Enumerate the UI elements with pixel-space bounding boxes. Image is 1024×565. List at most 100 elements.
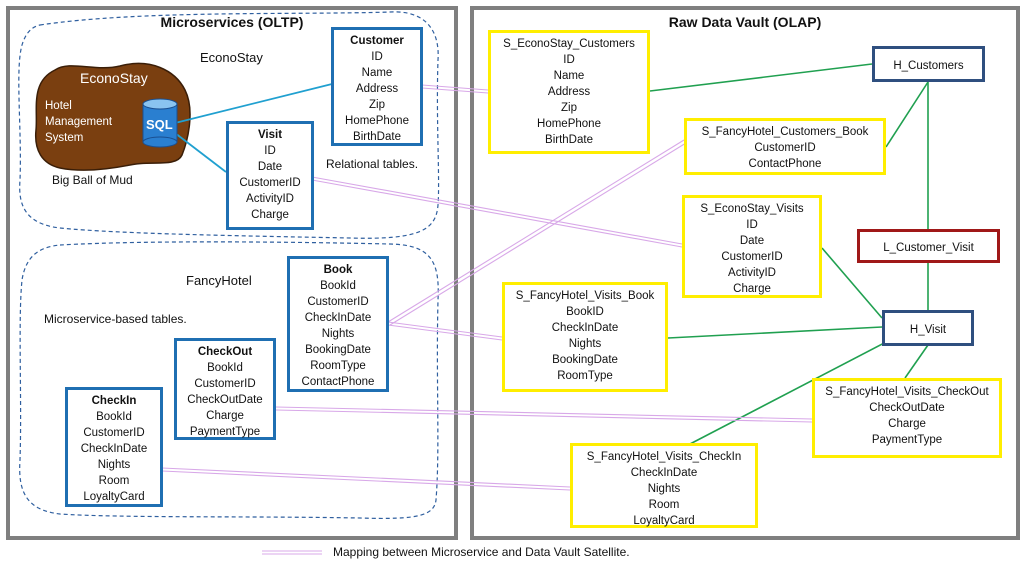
satellite-title: S_FancyHotel_Visits_Book: [515, 290, 655, 302]
satellite-title: S_FancyHotel_Visits_CheckIn: [586, 451, 742, 463]
sql-label: SQL: [146, 117, 173, 132]
legend-label: Mapping between Microservice and Data Va…: [333, 545, 630, 559]
satellite-field: Date: [739, 235, 765, 247]
table-field: ContactPhone: [301, 376, 375, 388]
visit-table-title: Visit: [257, 129, 283, 141]
satellite-field: Nights: [568, 338, 602, 350]
satellite-title: S_FancyHotel_Customers_Book: [701, 126, 869, 138]
satellite-field: PaymentType: [871, 434, 943, 446]
s-fancy-visits-book-to-h-visit: [667, 326, 883, 339]
table-field: Zip: [369, 99, 385, 111]
table-field: Date: [257, 161, 283, 173]
table-field: Nights: [97, 459, 131, 471]
mud-label: Big Ball of Mud: [52, 173, 133, 187]
s-fancy-visits-checkout-to-h-visit: [904, 344, 929, 379]
fancyhotel-group-outline: [19, 241, 439, 519]
table-field: CustomerID: [307, 296, 369, 308]
s-econo-visits-to-h-visit: [821, 247, 883, 319]
checkin-table-title: CheckIn: [91, 395, 137, 407]
satellite-field: HomePhone: [537, 118, 601, 130]
satellite-field: Nights: [647, 483, 681, 495]
map-checkin-to-s-fancy-visits-checkin: [161, 467, 571, 491]
table-field: Room: [98, 475, 130, 487]
satellite-field: Charge: [733, 283, 771, 295]
map-checkout-to-s-fancy-visits-checkout: [275, 406, 813, 423]
table-field: ActivityID: [246, 193, 294, 205]
satellite-field: RoomType: [557, 370, 613, 382]
satellite-field: Address: [547, 86, 591, 98]
table-field: Charge: [206, 410, 244, 422]
fancyhotel-group-label: FancyHotel: [186, 273, 252, 288]
blob-title: EconoStay: [80, 70, 148, 86]
table-field: Address: [355, 83, 399, 95]
hub-label: H_Visit: [909, 324, 947, 336]
checkout-table: CheckOut BookId CustomerID CheckOutDate …: [174, 338, 276, 440]
satellite-field: CheckInDate: [630, 467, 698, 479]
table-field: Nights: [321, 328, 355, 340]
h-customers-hub: H_Customers: [872, 46, 985, 82]
checkin-table: CheckIn BookId CustomerID CheckInDate Ni…: [65, 387, 163, 507]
table-field: CustomerID: [239, 177, 301, 189]
blob-text-line-3: System: [45, 132, 84, 144]
sql-to-visit-line: [174, 132, 227, 173]
table-field: Charge: [251, 209, 289, 221]
table-field: CheckOutDate: [187, 394, 263, 406]
satellite-field: ID: [563, 54, 575, 66]
s-fancy-customers-book-to-h-customers: [885, 81, 929, 148]
sql-database-icon: [142, 98, 178, 148]
s-fancy-visits-checkin-to-h-visit: [689, 339, 891, 445]
satellite-field: BookingDate: [552, 354, 618, 366]
satellite-field: ContactPhone: [748, 158, 822, 170]
satellite-field: Charge: [888, 418, 926, 430]
map-visit-to-s-econo-visits: [311, 176, 683, 248]
table-field: ID: [264, 145, 276, 157]
hub-label: H_Customers: [893, 60, 964, 72]
s-econo-customers-to-h-customers: [649, 63, 873, 92]
satellite-field: CustomerID: [754, 142, 816, 154]
table-field: CustomerID: [83, 427, 145, 439]
l-customer-visit-link: L_Customer_Visit: [857, 229, 1000, 263]
visit-table: Visit ID Date CustomerID ActivityID Char…: [226, 121, 314, 230]
table-field: BookId: [320, 280, 356, 292]
satellite-field: CheckInDate: [551, 322, 619, 334]
book-table: Book BookId CustomerID CheckInDate Night…: [287, 256, 389, 392]
h-visit-hub: H_Visit: [882, 310, 974, 346]
map-book-to-s-fancy-visits-book: [387, 321, 503, 341]
satellite-title: S_EconoStay_Visits: [700, 203, 804, 215]
s-fancyhotel-visits-checkout-satellite: S_FancyHotel_Visits_CheckOut CheckOutDat…: [812, 378, 1002, 458]
microservice-tables-label: Microservice-based tables.: [44, 312, 187, 326]
satellite-field: Room: [648, 499, 680, 511]
data-vault-panel-title: Raw Data Vault (OLAP): [668, 14, 822, 30]
table-field: PaymentType: [189, 426, 261, 438]
econostay-group-outline: [18, 11, 440, 239]
s-econostay-visits-satellite: S_EconoStay_Visits ID Date CustomerID Ac…: [682, 195, 822, 298]
map-book-to-s-fancy-customers-book: [387, 139, 687, 326]
satellite-field: LoyaltyCard: [633, 515, 695, 527]
blob-text-line-1: Hotel: [45, 100, 72, 112]
satellite-field: Zip: [561, 102, 577, 114]
table-field: BookId: [207, 362, 243, 374]
customer-table-title: Customer: [350, 35, 404, 47]
table-field: RoomType: [310, 360, 366, 372]
microservices-panel-title: Microservices (OLTP): [160, 14, 304, 30]
table-field: HomePhone: [345, 115, 409, 127]
book-table-title: Book: [323, 264, 353, 276]
s-fancyhotel-visits-checkin-satellite: S_FancyHotel_Visits_CheckIn CheckInDate …: [570, 443, 758, 528]
link-label: L_Customer_Visit: [883, 242, 974, 254]
table-field: CustomerID: [194, 378, 256, 390]
satellite-field: ID: [746, 219, 758, 231]
s-fancyhotel-visits-book-satellite: S_FancyHotel_Visits_Book BookID CheckInD…: [502, 282, 668, 392]
satellite-field: BirthDate: [545, 134, 593, 146]
s-econostay-customers-satellite: S_EconoStay_Customers ID Name Address Zi…: [488, 30, 650, 154]
legend-mapping-sample: [262, 550, 322, 555]
econostay-group-label: EconoStay: [200, 50, 263, 65]
satellite-field: CheckOutDate: [869, 402, 945, 414]
satellite-field: BookID: [566, 306, 604, 318]
blob-text-line-2: Management: [45, 116, 113, 128]
map-customer-to-s-econo-customers: [421, 84, 489, 94]
satellite-title: S_FancyHotel_Visits_CheckOut: [825, 386, 989, 398]
table-field: CheckInDate: [80, 443, 148, 455]
satellite-field: Name: [553, 70, 585, 82]
relational-tables-label: Relational tables.: [326, 157, 419, 171]
